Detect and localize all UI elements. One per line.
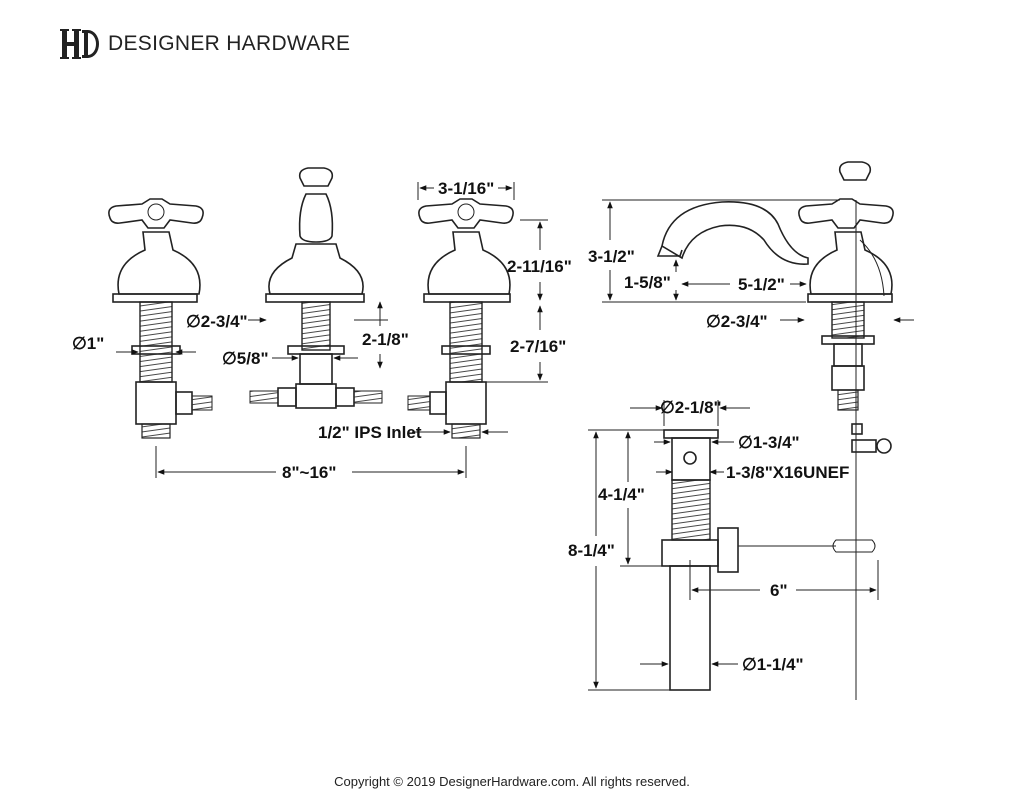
dim-valve-height: 2-1/8" [362,330,409,349]
dim-spread: 8"~16" [282,463,336,482]
dimension-lines [116,182,914,691]
pop-up-drain [661,429,836,691]
hd-monogram-logo [60,29,99,59]
dim-tee-diameter: ∅5/8" [222,349,269,368]
left-handle-valve [108,198,213,439]
brand-header: DESIGNER HARDWARE [60,24,350,64]
dim-spout-base-diameter: ∅2-3/4" [706,312,768,331]
center-side-valve [249,167,383,409]
dim-spout-clearance: 1-5/8" [624,273,671,292]
dim-handle-width: 3-1/16" [438,179,494,198]
dim-lift-rod-length: 6" [770,581,788,600]
spout-assembly [656,161,894,700]
dim-handle-height: 2-11/16" [507,257,572,276]
dim-drain-flange: ∅2-1/8" [660,398,722,417]
copyright-notice: Copyright © 2019 DesignerHardware.com. A… [334,774,690,789]
dim-drain-upper-length: 4-1/4" [598,485,645,504]
dim-spout-reach: 5-1/2" [738,275,785,294]
dim-drain-total-length: 8-1/4" [568,541,615,560]
dim-drain-thread: 1-3/8"X16UNEF [726,463,849,482]
right-handle-valve [407,198,514,439]
brand-name: DESIGNER HARDWARE [108,32,351,55]
dim-tailpiece-diameter: ∅1-1/4" [742,655,804,674]
dim-ips-inlet: 1/2" IPS Inlet [318,423,422,442]
dim-valve-diameter: ∅2-3/4" [186,312,248,331]
dim-shank-diameter: ∅1" [72,334,104,353]
dim-drain-body: ∅1-3/4" [738,433,800,452]
dim-spout-height: 3-1/2" [588,247,635,266]
dim-shank-height: 2-7/16" [510,337,566,356]
